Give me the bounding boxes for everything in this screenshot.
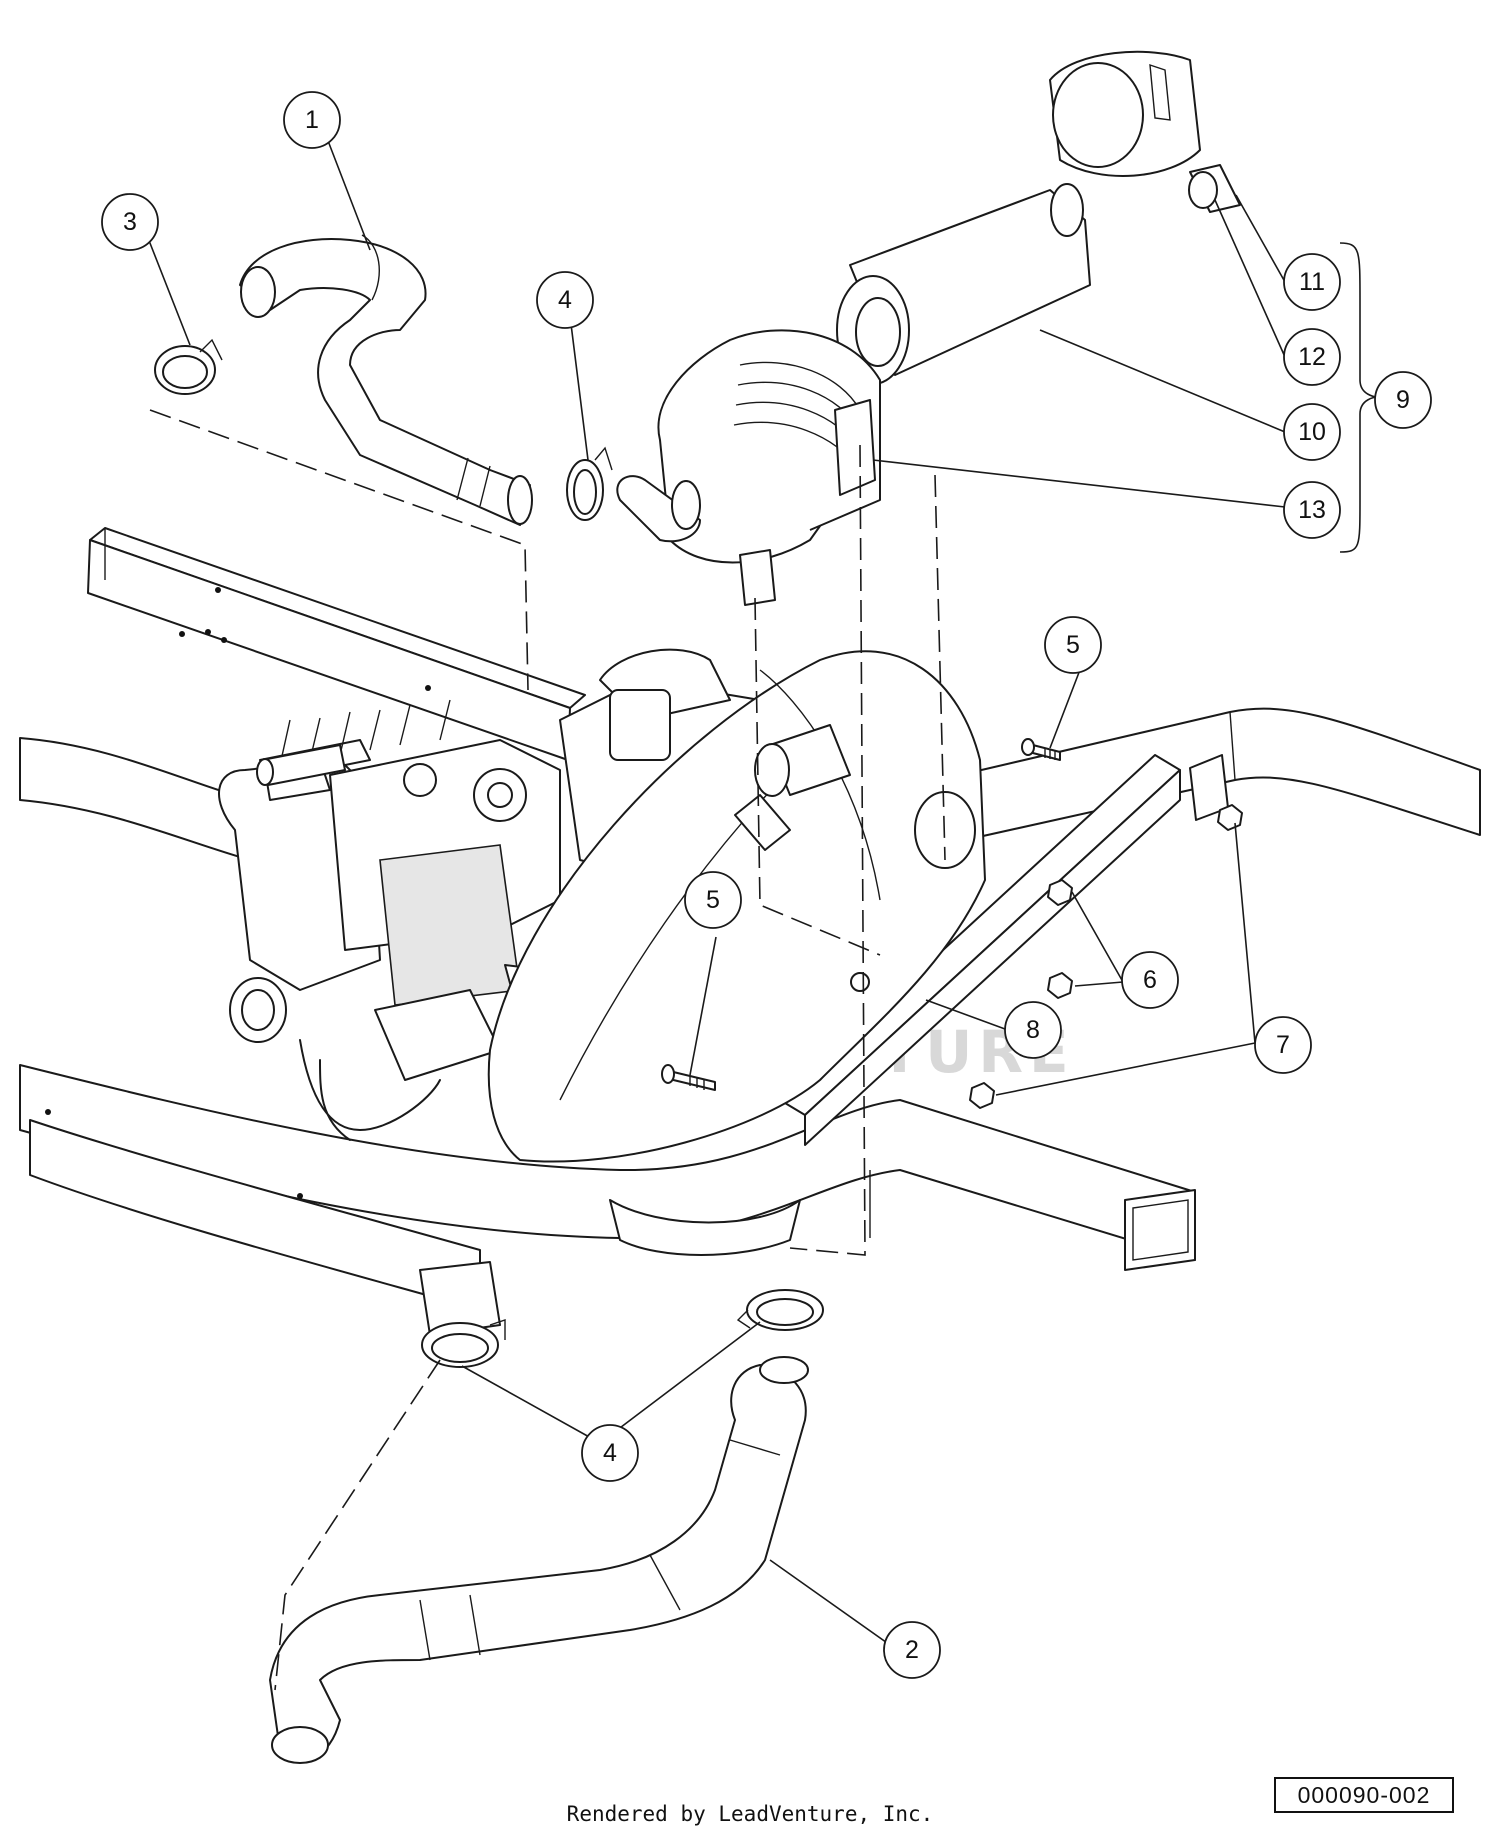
- callout-5-lower: 5: [684, 871, 742, 929]
- outlet-hose-2: [269, 1356, 809, 1764]
- callout-5-upper: 5: [1044, 616, 1102, 674]
- svg-text:12: 12: [1298, 343, 1326, 371]
- svg-text:3: 3: [123, 208, 137, 236]
- svg-text:1: 1: [305, 106, 319, 134]
- bolt-5-lower: [661, 1064, 716, 1091]
- clamp-4-lower-left: [419, 1261, 506, 1368]
- svg-text:7: 7: [1276, 1031, 1290, 1059]
- callout-10: 10: [1283, 403, 1341, 461]
- intake-hose-1: [239, 234, 533, 526]
- callout-1: 1: [283, 91, 341, 149]
- clamp-4-upper: [566, 446, 613, 521]
- svg-text:4: 4: [558, 286, 572, 314]
- callout-2: 2: [883, 1621, 941, 1679]
- chassis-frame: [19, 527, 1481, 1311]
- svg-text:13: 13: [1298, 496, 1326, 524]
- svg-text:6: 6: [1143, 966, 1157, 994]
- nuts-7: [969, 804, 1243, 1109]
- callout-9: 9: [1374, 371, 1432, 429]
- svg-text:5: 5: [706, 886, 720, 914]
- callout-11: 11: [1283, 253, 1341, 311]
- svg-text:10: 10: [1298, 418, 1326, 446]
- callout-3: 3: [101, 193, 159, 251]
- assembly-lines: [149, 409, 946, 1691]
- clamp-4-lower-right: [736, 1289, 824, 1331]
- callout-4-upper: 4: [536, 271, 594, 329]
- callout-6: 6: [1121, 951, 1179, 1009]
- air-cleaner-assembly: [616, 50, 1241, 606]
- callout-4-lower: 4: [581, 1424, 639, 1482]
- callout-8: 8: [1004, 1001, 1062, 1059]
- svg-text:8: 8: [1026, 1016, 1040, 1044]
- bolts-6: [1047, 879, 1073, 999]
- callout-13: 13: [1283, 481, 1341, 539]
- clamp-3: [154, 338, 223, 395]
- drawing-code: 000090-002: [1274, 1777, 1454, 1813]
- svg-text:11: 11: [1299, 268, 1325, 296]
- callout-12: 12: [1283, 328, 1341, 386]
- leader-lines: [147, 132, 1379, 1646]
- svg-text:4: 4: [603, 1439, 617, 1467]
- svg-text:5: 5: [1066, 631, 1080, 659]
- callout-7: 7: [1254, 1016, 1312, 1074]
- svg-text:9: 9: [1396, 386, 1410, 414]
- bolt-5-upper: [1021, 738, 1061, 761]
- svg-text:2: 2: [905, 1636, 919, 1664]
- rendered-by-credit: Rendered by LeadVenture, Inc.: [566, 1802, 934, 1826]
